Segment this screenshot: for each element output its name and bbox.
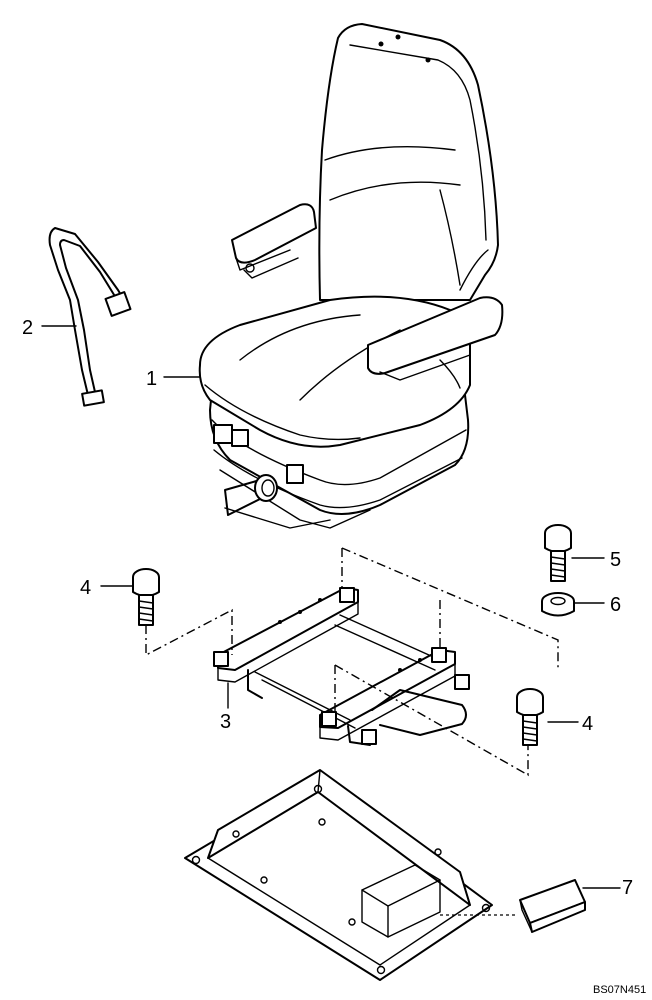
rail-frame-part (213, 587, 470, 746)
callout-3: 3 (220, 711, 231, 733)
washer-part (541, 592, 575, 617)
callout-7: 7 (622, 877, 633, 899)
bolt-upper-part (544, 524, 572, 582)
assembly-lines (145, 547, 559, 916)
bolt-left-part (132, 568, 160, 626)
bolt-right-part (516, 688, 544, 746)
seat-belt-part (48, 227, 132, 407)
base-plate-part (184, 769, 493, 981)
reference-code: BS07N451 (593, 984, 646, 996)
cover-part (519, 879, 586, 933)
callout-4-right: 4 (582, 713, 593, 735)
callout-5: 5 (610, 549, 621, 571)
callout-1: 1 (146, 368, 157, 390)
callout-6: 6 (610, 594, 621, 616)
callout-leaders (41, 325, 621, 889)
callout-2: 2 (22, 317, 33, 339)
callout-4-left: 4 (80, 577, 91, 599)
seat-part (198, 23, 504, 529)
